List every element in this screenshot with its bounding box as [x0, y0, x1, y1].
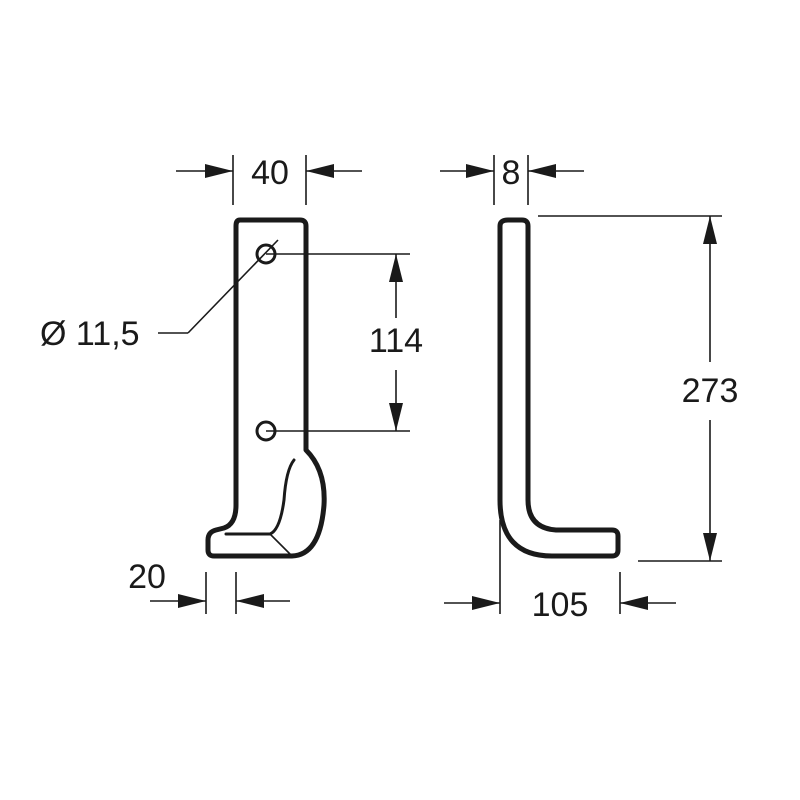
hole-diameter-label: Ø 11,5 — [40, 315, 140, 353]
dimension-thickness: 8 — [440, 154, 584, 205]
front-view-bevel-line — [224, 458, 296, 536]
dimension-total-height: 273 — [538, 215, 739, 562]
width-label: 40 — [251, 154, 289, 192]
dimension-width: 40 — [176, 154, 362, 205]
dimension-tip-width: 20 — [128, 558, 290, 614]
total-height-label: 273 — [682, 372, 739, 410]
front-view — [205, 217, 327, 559]
side-view — [497, 217, 621, 559]
thickness-label: 8 — [502, 154, 521, 192]
foot-length-label: 105 — [532, 586, 589, 624]
dimension-hole-spacing: 114 — [266, 253, 423, 432]
dimension-hole-diameter: Ø 11,5 — [40, 239, 279, 353]
side-view-outline — [497, 217, 621, 559]
hole-spacing-label: 114 — [369, 322, 423, 360]
front-view-outline — [205, 217, 327, 559]
dimension-foot-length: 105 — [444, 520, 676, 624]
front-view-bevel-edge — [269, 533, 293, 557]
tip-width-label: 20 — [128, 558, 166, 596]
